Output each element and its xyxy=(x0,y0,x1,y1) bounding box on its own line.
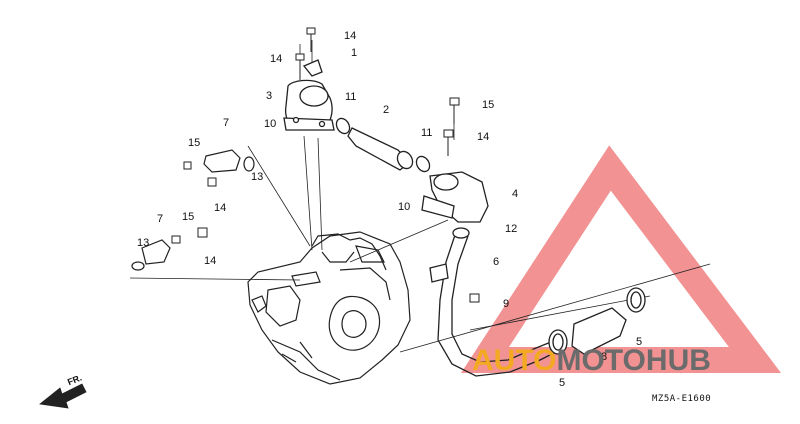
callout-12-18: 12 xyxy=(505,223,517,235)
callout-10-6: 10 xyxy=(264,118,276,130)
callout-14-20: 14 xyxy=(204,255,216,267)
callout-5-23: 5 xyxy=(636,336,642,348)
callout-1-1: 1 xyxy=(351,47,357,59)
water-pipe xyxy=(429,227,561,377)
callout-15-11: 15 xyxy=(188,137,200,149)
callout-2-5: 2 xyxy=(383,104,389,116)
callout-13-12: 13 xyxy=(251,171,263,183)
callout-14-10: 14 xyxy=(477,131,489,143)
forward-arrow-icon xyxy=(39,383,87,409)
upper-hose xyxy=(335,117,431,173)
callout-labels: 14 1 14 3 11 2 10 15 7 11 14 15 13 4 14 10 7 15 12 13 14 6 9 5 8… xyxy=(137,30,642,389)
callout-9-22: 9 xyxy=(503,298,509,310)
callout-7-8: 7 xyxy=(223,117,229,129)
watermark-part-hub: HUB xyxy=(645,344,711,377)
watermark-part-moto: MOTO xyxy=(556,344,646,377)
callout-7-16: 7 xyxy=(157,213,163,225)
watermark-triangle-logo xyxy=(461,145,782,373)
callout-6-21: 6 xyxy=(493,256,499,268)
callout-15-17: 15 xyxy=(182,211,194,223)
callout-13-19: 13 xyxy=(137,237,149,249)
watermark-text: AUTOMOTOHUB xyxy=(472,344,711,378)
bypass-fittings xyxy=(131,149,255,271)
callout-8-24: 8 xyxy=(601,351,607,363)
callout-14-2: 14 xyxy=(270,53,282,65)
water-outlet-fitting xyxy=(421,171,489,223)
callout-3-3: 3 xyxy=(266,90,272,102)
callout-4-13: 4 xyxy=(512,188,518,200)
watermark-part-auto: AUTO xyxy=(472,344,557,377)
callout-11-9: 11 xyxy=(421,127,432,139)
callout-10-15: 10 xyxy=(398,201,410,213)
lower-hose-and-clamps xyxy=(548,287,646,355)
callout-14-0: 14 xyxy=(344,30,356,42)
callout-11-4: 11 xyxy=(345,91,356,103)
bolts xyxy=(171,27,480,303)
callout-15-7: 15 xyxy=(482,99,494,111)
callout-5-25: 5 xyxy=(559,377,565,389)
engine-block xyxy=(247,231,411,385)
drawing-code: MZ5A-E1600 xyxy=(652,394,712,404)
thermostat-housing xyxy=(283,59,335,131)
callout-14-14: 14 xyxy=(214,202,226,214)
